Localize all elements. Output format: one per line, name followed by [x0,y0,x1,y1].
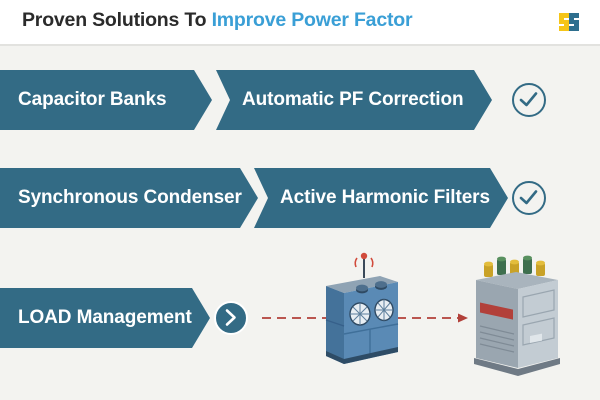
solution-label: Active Harmonic Filters [280,187,490,208]
page-title: Proven Solutions To Improve Power Factor [22,9,413,32]
solution-label: LOAD Management [18,307,192,328]
solution-block-automatic-pf-correction[interactable]: Automatic PF Correction [216,70,492,130]
check-icon [512,83,546,117]
solution-row-1: Capacitor Banks Automatic PF Correction [0,70,600,130]
solution-block-capacitor-banks[interactable]: Capacitor Banks [0,70,212,130]
header-bar: Proven Solutions To Improve Power Factor [0,0,600,46]
solution-block-synchronous-condenser[interactable]: Synchronous Condenser [0,168,258,228]
solution-row-3: LOAD Management [0,288,600,348]
solution-label: Capacitor Banks [18,89,167,110]
solution-row-2: Synchronous Condenser Active Harmonic Fi… [0,168,600,228]
solution-block-load-management[interactable]: LOAD Management [0,288,210,348]
chevron-right-icon[interactable] [214,301,248,335]
power-factor-controller-device [325,252,399,364]
company-logo-icon [559,13,579,31]
page-title-accent: Improve Power Factor [211,9,413,31]
solution-label: Automatic PF Correction [242,89,464,110]
check-icon [512,181,546,215]
page-title-main: Proven Solutions To [22,9,212,31]
solution-label: Synchronous Condenser [18,187,242,208]
solution-block-active-harmonic-filters[interactable]: Active Harmonic Filters [254,168,508,228]
industrial-capacitor-bank-cabinet [474,255,560,376]
